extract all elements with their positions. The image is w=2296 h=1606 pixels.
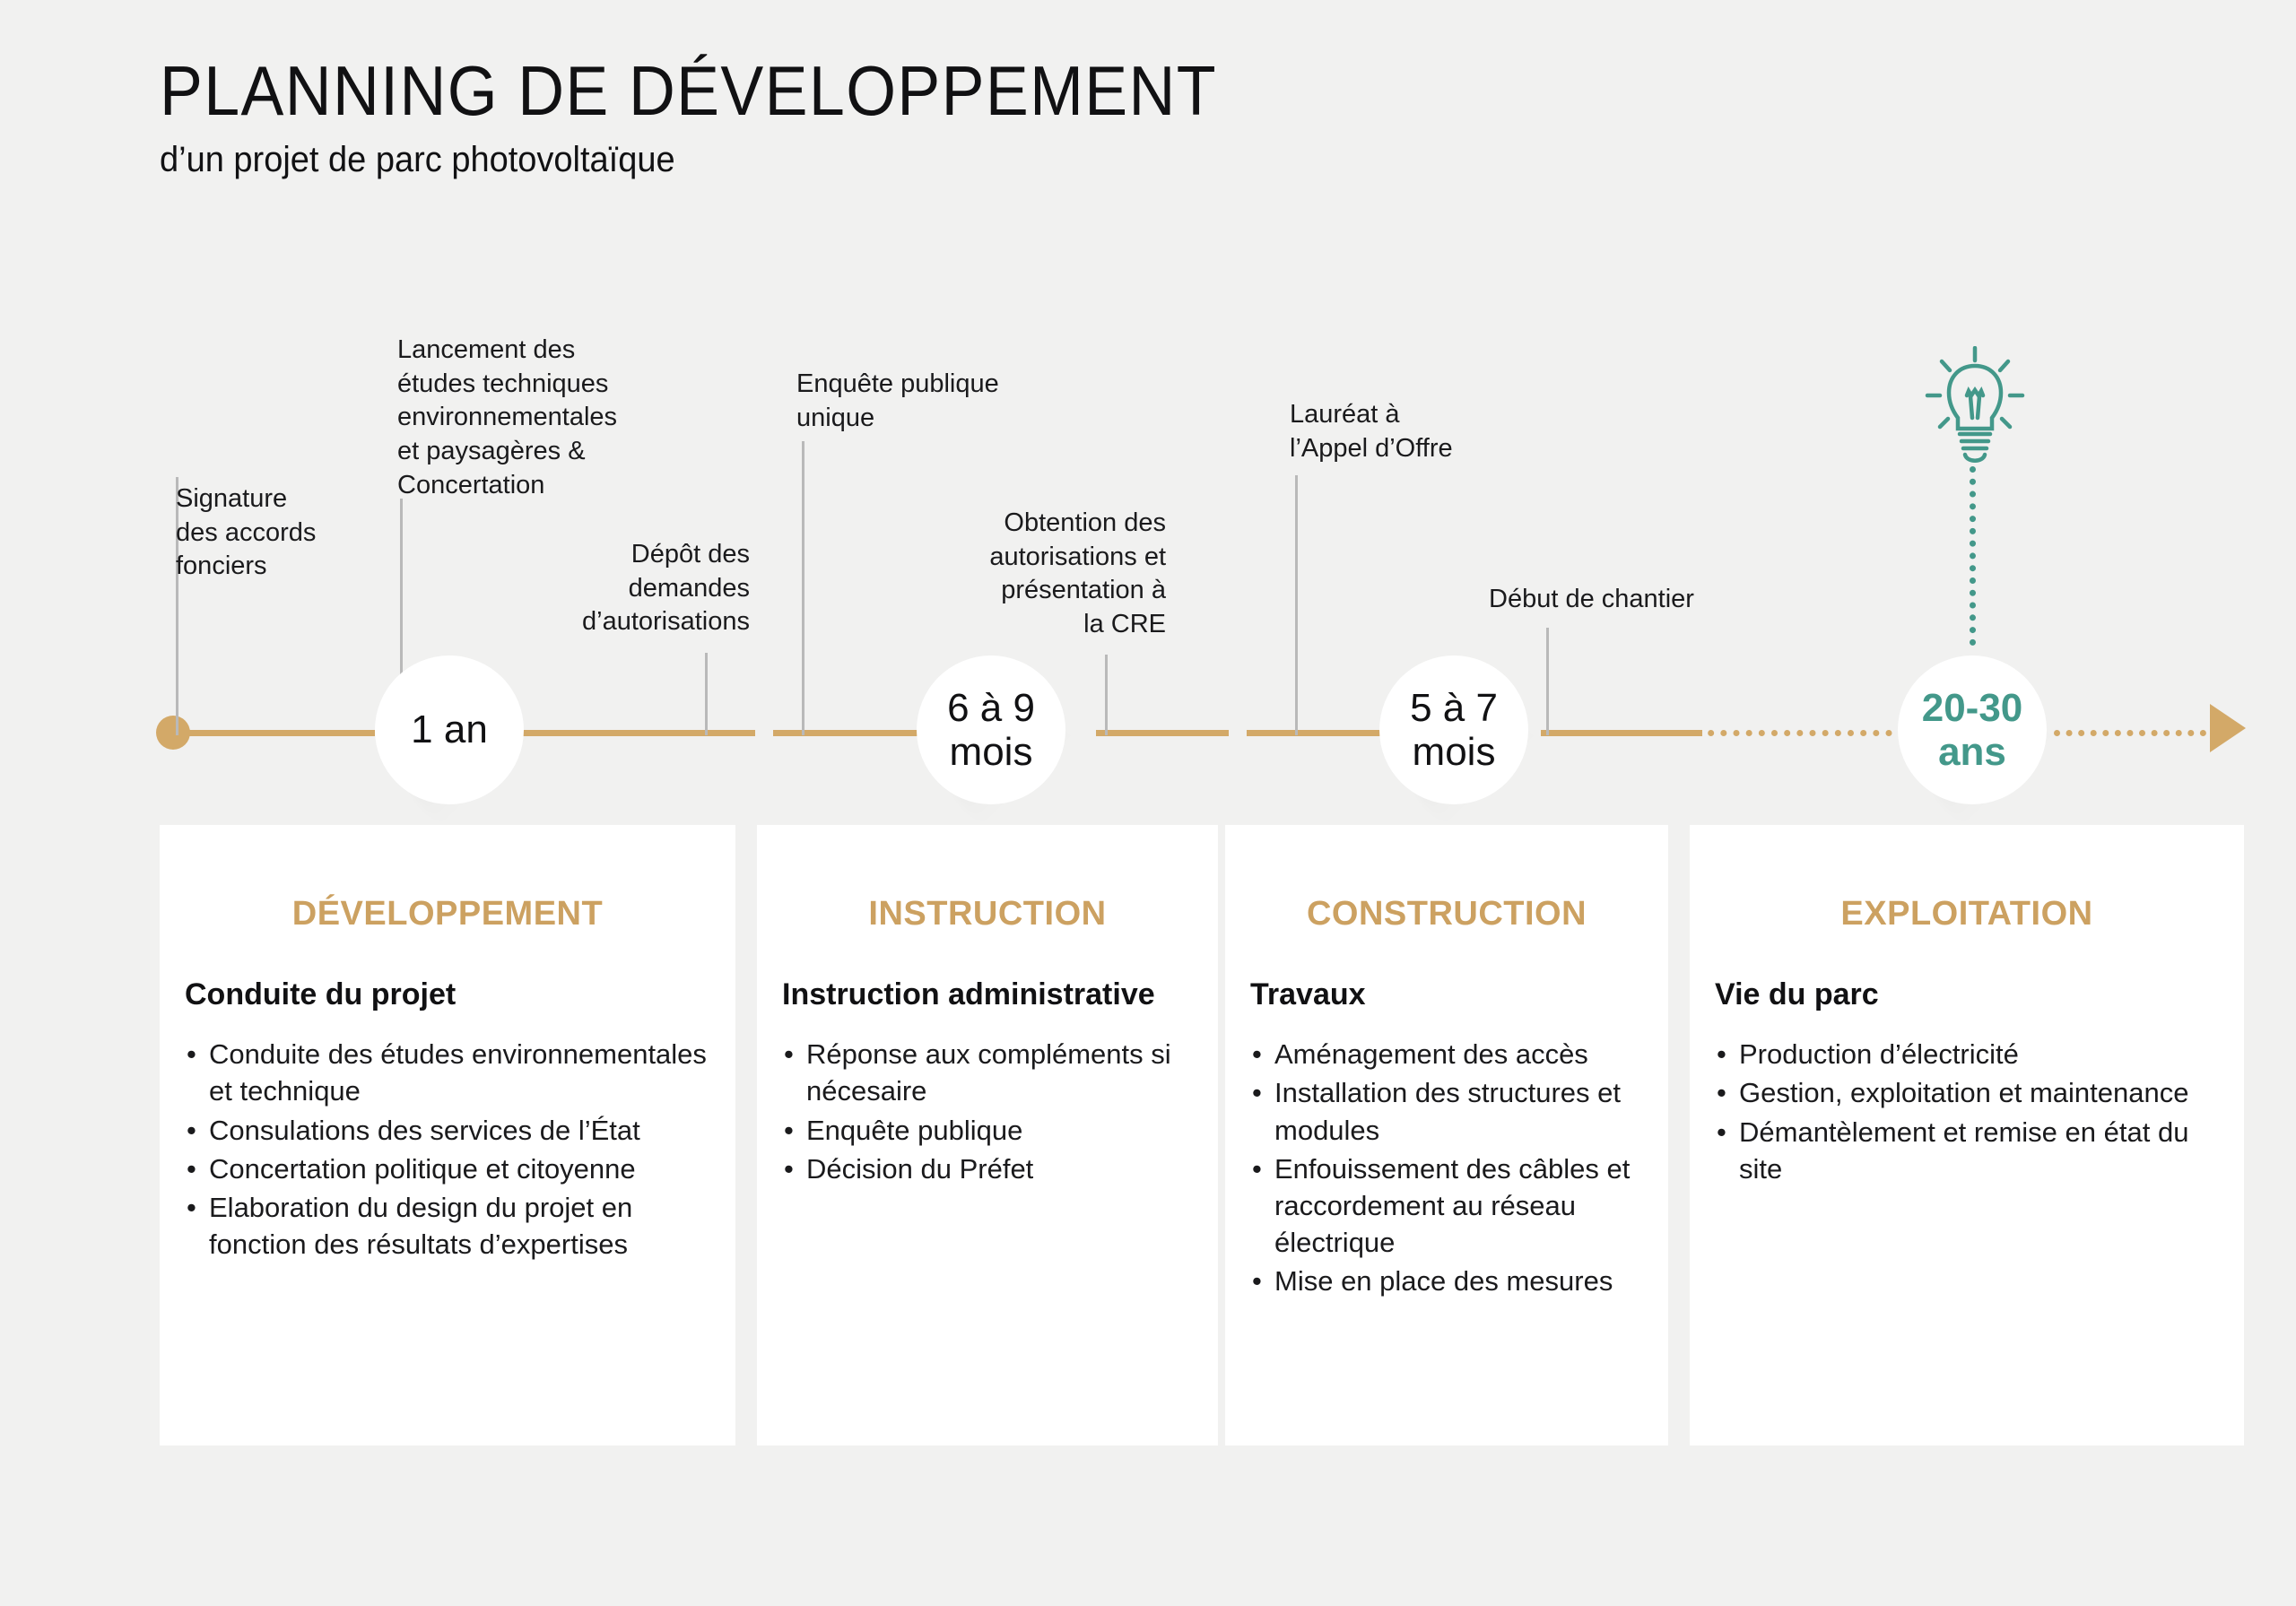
list-item: Gestion, exploitation et maintenance bbox=[1715, 1074, 2219, 1111]
list-item: Concertation politique et citoyenne bbox=[185, 1150, 710, 1187]
leader-line-enquete-publique bbox=[802, 441, 804, 735]
page-subtitle: d’un projet de parc photovoltaïque bbox=[160, 139, 675, 179]
phase-item-list: Conduite des études environnementales et… bbox=[185, 1036, 710, 1263]
phase-card-developpement[interactable]: DÉVELOPPEMENT Conduite du projet Conduit… bbox=[160, 825, 735, 1445]
timeline-segment bbox=[520, 730, 755, 736]
timeline-segment bbox=[1247, 730, 1401, 736]
duration-circle-construction: 5 à 7 mois bbox=[1379, 655, 1528, 804]
list-item: Aménagement des accès bbox=[1250, 1036, 1643, 1072]
phase-card-construction[interactable]: CONSTRUCTION Travaux Aménagement des acc… bbox=[1225, 825, 1668, 1445]
list-item: Consulations des services de l’État bbox=[185, 1112, 710, 1149]
milestone-label-enquete-publique: Enquête publique unique bbox=[796, 369, 999, 432]
phase-title: EXPLOITATION bbox=[1840, 895, 2093, 933]
phase-item-list: Production d’électricité Gestion, exploi… bbox=[1715, 1036, 2219, 1187]
lightbulb-icon bbox=[1923, 345, 2027, 476]
list-item: Enfouissement des câbles et raccordement… bbox=[1250, 1150, 1643, 1262]
timeline-segment bbox=[183, 730, 375, 736]
phase-subtitle: Travaux bbox=[1250, 977, 1366, 1011]
list-item: Production d’électricité bbox=[1715, 1036, 2219, 1072]
leader-line-signature bbox=[176, 477, 178, 735]
header: PLANNING DE DÉVELOPPEMENT d’un projet de… bbox=[160, 51, 1309, 179]
duration-circle-instruction: 6 à 9 mois bbox=[917, 655, 1065, 804]
duration-circle-exploitation: 20-30 ans bbox=[1898, 655, 2047, 804]
phase-card-exploitation[interactable]: EXPLOITATION Vie du parc Production d’él… bbox=[1690, 825, 2244, 1445]
page-title: PLANNING DE DÉVELOPPEMENT bbox=[160, 51, 1217, 130]
milestone-label-debut-chantier: Début de chantier bbox=[1489, 585, 1694, 613]
phase-card-instruction[interactable]: INSTRUCTION Instruction administrative R… bbox=[757, 825, 1218, 1445]
milestone-label-obtention-autorisations: Obtention des autorisations et présentat… bbox=[989, 508, 1166, 639]
phase-title: INSTRUCTION bbox=[868, 895, 1107, 933]
duration-circle-developpement: 1 an bbox=[375, 655, 524, 804]
leader-line-obtention-autorisations bbox=[1105, 655, 1108, 735]
phase-title: DÉVELOPPEMENT bbox=[291, 895, 604, 933]
leader-line-laureat-appel-offre bbox=[1295, 475, 1298, 735]
timeline-segment bbox=[773, 730, 952, 736]
timeline-segment-dotted bbox=[2054, 730, 2206, 736]
milestone-label-laureat-appel-offre: Lauréat à l’Appel d’Offre bbox=[1290, 400, 1453, 463]
milestone-label-signature: Signature des accords fonciers bbox=[176, 484, 317, 581]
phase-item-list: Aménagement des accès Installation des s… bbox=[1250, 1036, 1643, 1300]
timeline-segment bbox=[1096, 730, 1229, 736]
phase-item-list: Réponse aux compléments si nécesaire Enq… bbox=[782, 1036, 1193, 1187]
phase-subtitle: Instruction administrative bbox=[782, 977, 1155, 1011]
milestone-label-lancement-etudes: Lancement des études techniques environn… bbox=[397, 335, 618, 499]
list-item: Installation des structures et modules bbox=[1250, 1074, 1643, 1148]
leader-line-debut-chantier bbox=[1546, 628, 1549, 735]
duration-line: mois bbox=[949, 730, 1033, 774]
timeline-arrow-icon bbox=[2210, 704, 2246, 752]
list-item: Mise en place des mesures bbox=[1250, 1263, 1643, 1299]
duration-line: 5 à 7 bbox=[1410, 685, 1498, 730]
leader-line-depot-demandes bbox=[705, 653, 708, 735]
phase-subtitle: Vie du parc bbox=[1715, 977, 1879, 1011]
timeline-segment bbox=[1541, 730, 1702, 736]
milestone-label-depot-demandes: Dépôt des demandes d’autorisations bbox=[582, 540, 750, 637]
phase-subtitle: Conduite du projet bbox=[185, 977, 457, 1011]
list-item: Décision du Préfet bbox=[782, 1150, 1193, 1187]
list-item: Enquête publique bbox=[782, 1112, 1193, 1149]
duration-line: ans bbox=[1938, 730, 2006, 774]
list-item: Elaboration du design du projet en fonct… bbox=[185, 1189, 710, 1263]
list-item: Réponse aux compléments si nécesaire bbox=[782, 1036, 1193, 1109]
duration-line: 20-30 bbox=[1921, 685, 2023, 730]
duration-line: mois bbox=[1412, 730, 1496, 774]
duration-line: 1 an bbox=[411, 708, 488, 752]
leader-line-lancement-etudes bbox=[400, 499, 403, 735]
lightbulb-connector-dotted bbox=[1970, 466, 1976, 646]
timeline-segment-dotted bbox=[1695, 730, 1918, 736]
phase-title: CONSTRUCTION bbox=[1306, 895, 1587, 933]
duration-line: 6 à 9 bbox=[947, 685, 1035, 730]
list-item: Démantèlement et remise en état du site bbox=[1715, 1114, 2219, 1187]
list-item: Conduite des études environnementales et… bbox=[185, 1036, 710, 1109]
